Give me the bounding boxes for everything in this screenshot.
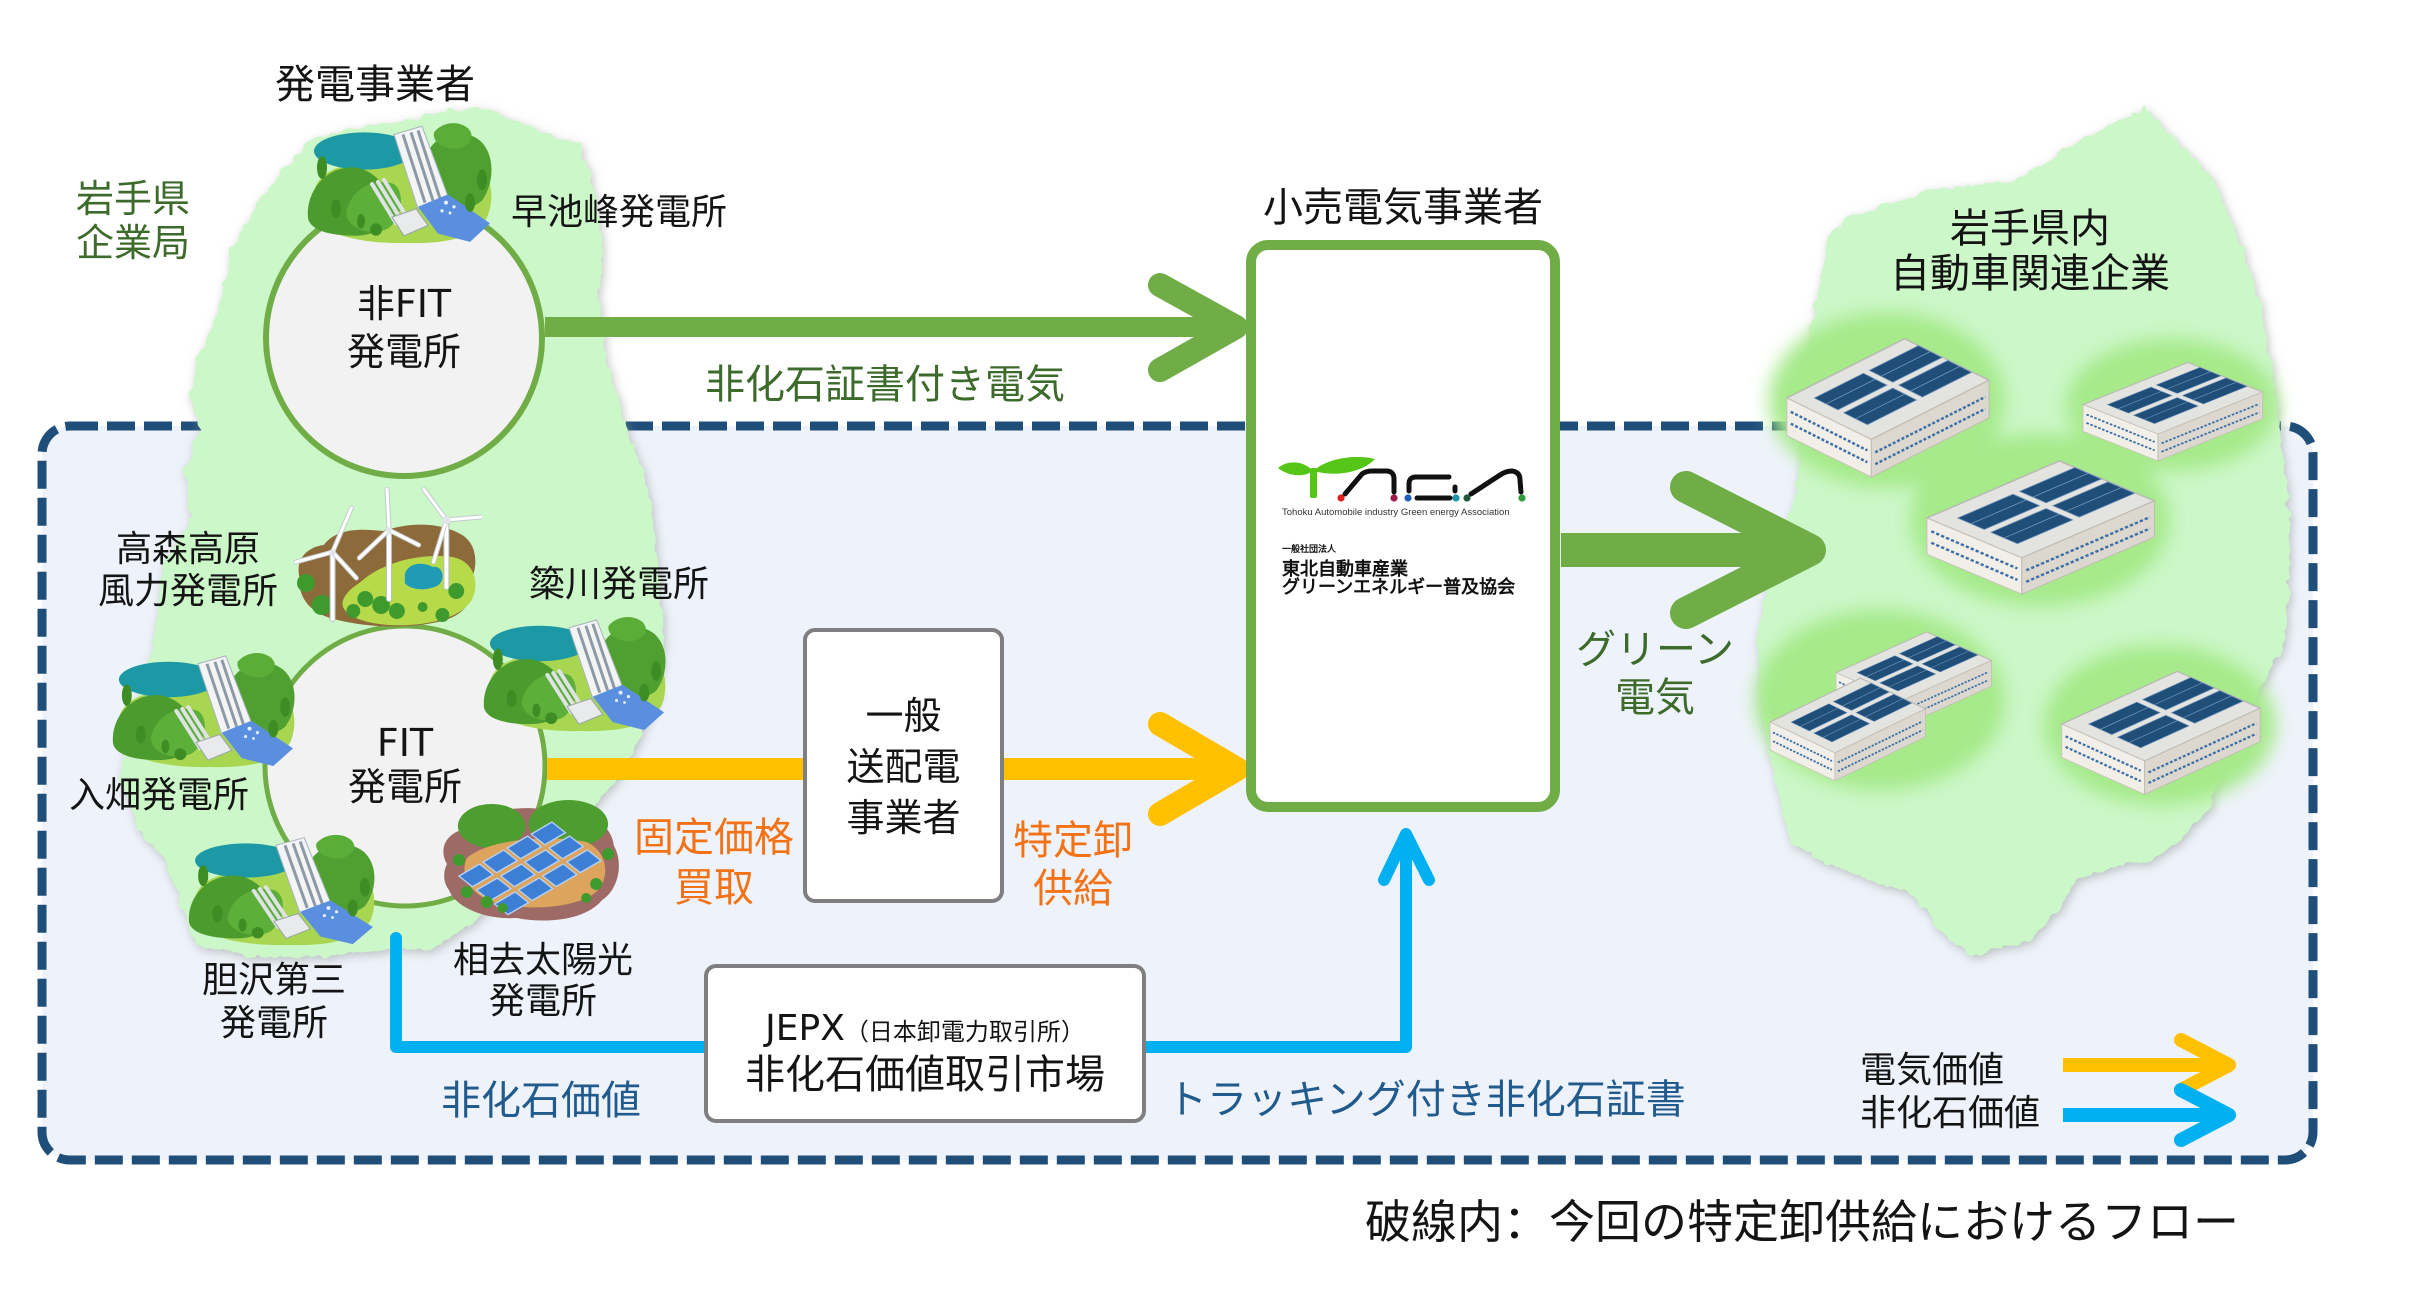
generators-heading: 発電事業者 [275,62,475,108]
logo-corp-type: 一般社団法人 [1282,545,1337,555]
hydro-dam-icon [189,835,375,945]
flow-label-specified-wholesale: 特定卸 供給 [973,817,1173,913]
jepx-name: JEPX [765,1008,845,1049]
jepx-market: 非化石価値取引市場 [745,1052,1105,1098]
plant-label-iribata: 入畑発電所 [69,775,250,816]
taga-logo [1278,456,1526,502]
flow-label-green-electricity: グリーン 電気 [1555,626,1755,722]
jepx-note: （日本卸電力取引所） [844,1018,1085,1046]
logo-leaf-right-icon [1313,456,1375,474]
plant-label-aisari-solar: 相去太陽光 発電所 [433,940,653,1022]
label-line: 企業局 [76,221,191,265]
logo-stem [1310,468,1317,498]
hydro-dam-icon [111,651,297,768]
logo-japanese-name: 東北自動車産業 グリーンエネルギー普及協会 [1282,561,1515,597]
label-line: FIT [376,721,434,765]
flow-label-nonfossil-value: 非化石価値 [441,1078,641,1124]
logo-leaf-left-icon [1278,462,1313,476]
arrow-nonfossil-certified-electricity [545,273,1248,382]
label-line: グリーン [1576,627,1734,673]
retailer-box: Tohoku Automobile industry Green energy … [1246,240,1560,812]
label-line: 発電所 [219,1003,328,1044]
label-line: 非FIT [356,282,452,326]
label-line: 発電所 [347,765,462,809]
flow-label-tracking-certificate: トラッキング付き非化石証書 [1167,1077,1686,1123]
fit-plant-label: FIT 発電所 [305,721,505,809]
label-line: 胆沢第三 [201,960,346,1001]
plant-label-hayachine: 早池峰発電所 [511,192,728,233]
label-line: 風力発電所 [97,571,278,612]
flow-label-fixed-price-purchase: 固定価格 買取 [614,813,814,913]
plant-label-yanagawa: 簗川発電所 [529,564,710,605]
logo-english-name: Tohoku Automobile industry Green energy … [1282,507,1510,518]
legend-arrow-electricity-value [2063,1033,2236,1097]
retailer-heading: 小売電気事業者 [1263,185,1543,231]
label-line: 発電所 [346,330,461,374]
label-line: 事業者 [846,796,961,840]
label-line: 一般 [865,694,942,738]
legend-label-electricity-value: 電気価値 [1860,1050,2005,1091]
arrow-green-electricity [1561,471,1826,629]
label-line: 岩手県 [76,177,191,221]
hydro-dam-icon [308,123,492,243]
label-line: 相去太陽光 [452,940,633,981]
logo-dots [1337,494,1526,502]
plant-label-isawa-3: 胆沢第三 発電所 [164,959,384,1045]
label-line: グリーンエネルギー普及協会 [1282,577,1516,598]
label-line: 供給 [1033,866,1113,912]
label-line: 発電所 [488,981,597,1022]
label-line: 岩手県内 [1950,206,2110,252]
flow-label-nonfossil-certified-electricity: 非化石証書付き電気 [705,362,1065,408]
hydro-dam-icon [482,615,668,732]
label-line: 買取 [674,865,754,911]
tso-label: 一般 送配電 事業者 [807,691,1000,844]
label-line: 送配電 [846,745,961,789]
logo-letters [1342,468,1524,501]
label-line: 高森高原 [115,529,260,570]
label-line: 固定価格 [634,815,794,861]
non-fit-plant-label: 非FIT 発電所 [304,280,504,376]
consumers-heading: 岩手県内 自動車関連企業 [1860,207,2200,297]
label-line: 特定卸 [1013,818,1133,864]
iwate-enterprise-bureau-label: 岩手県 企業局 [76,177,190,265]
tso-box: 一般 送配電 事業者 [803,628,1004,903]
plant-label-takamori-wind: 高森高原 風力発電所 [78,529,298,613]
jepx-name-line: JEPX（日本卸電力取引所） [708,1011,1142,1047]
jepx-box: JEPX（日本卸電力取引所） 非化石価値取引市場 [704,964,1146,1123]
legend-arrow-nonfossil-value [2063,1083,2236,1147]
solar-farm-icon [442,799,620,922]
footnote: 破線内：今回の特定卸供給におけるフロー [1365,1195,2239,1249]
label-line: 自動車関連企業 [1890,251,2170,297]
label-line: 東北自動車産業 [1282,559,1408,580]
label-line: 電気 [1615,675,1695,721]
legend-label-nonfossil-value: 非化石価値 [1860,1093,2041,1134]
